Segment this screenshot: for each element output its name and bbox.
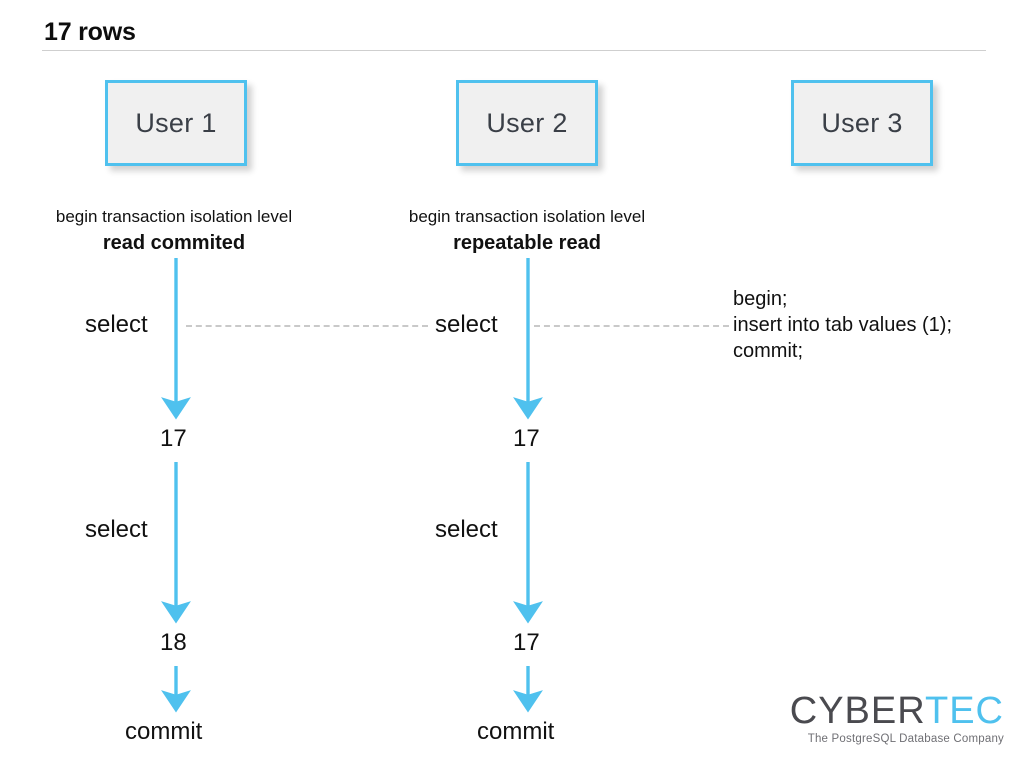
user-2-step-value-2: 17: [513, 629, 540, 656]
user-3-box[interactable]: User 3: [791, 80, 933, 166]
dashed-connector-left: [186, 325, 428, 327]
user-2-isolation-prefix: begin transaction isolation level: [408, 207, 646, 226]
cybertec-logo: CYBERTEC The PostgreSQL Database Company: [772, 692, 1004, 747]
user-1-isolation-caption: begin transaction isolation level read c…: [24, 205, 324, 257]
user-1-isolation-level: read commited: [102, 232, 246, 254]
user-2-isolation-level: repeatable read: [453, 232, 601, 254]
user-1-step-select-1: select: [85, 311, 148, 338]
user-1-step-value-2: 18: [160, 629, 187, 656]
logo-tagline: The PostgreSQL Database Company: [807, 733, 1004, 745]
title-divider: [42, 50, 986, 51]
user-1-step-select-2: select: [85, 516, 148, 543]
user-3-box-label: User 3: [821, 107, 903, 138]
logo-wordmark: CYBERTEC: [772, 692, 1004, 730]
logo-word-dark: CYBER: [789, 690, 925, 732]
user-1-box-label: User 1: [135, 107, 217, 138]
logo-word-accent: TEC: [925, 690, 1004, 732]
dashed-connector-right: [534, 325, 729, 327]
page-title: 17 rows: [44, 18, 136, 46]
user-3-script: begin; insert into tab values (1); commi…: [733, 288, 952, 362]
user-2-box[interactable]: User 2: [456, 80, 598, 166]
user-2-step-select-2: select: [435, 516, 498, 543]
user-1-step-value-1: 17: [160, 425, 187, 452]
user-1-isolation-prefix: begin transaction isolation level: [55, 207, 293, 226]
user-2-box-label: User 2: [486, 107, 568, 138]
user-2-step-select-1: select: [435, 311, 498, 338]
user-2-step-commit: commit: [477, 718, 555, 745]
user-1-step-commit: commit: [125, 718, 203, 745]
user-1-box[interactable]: User 1: [105, 80, 247, 166]
user-2-isolation-caption: begin transaction isolation level repeat…: [377, 205, 677, 257]
user-2-step-value-1: 17: [513, 425, 540, 452]
